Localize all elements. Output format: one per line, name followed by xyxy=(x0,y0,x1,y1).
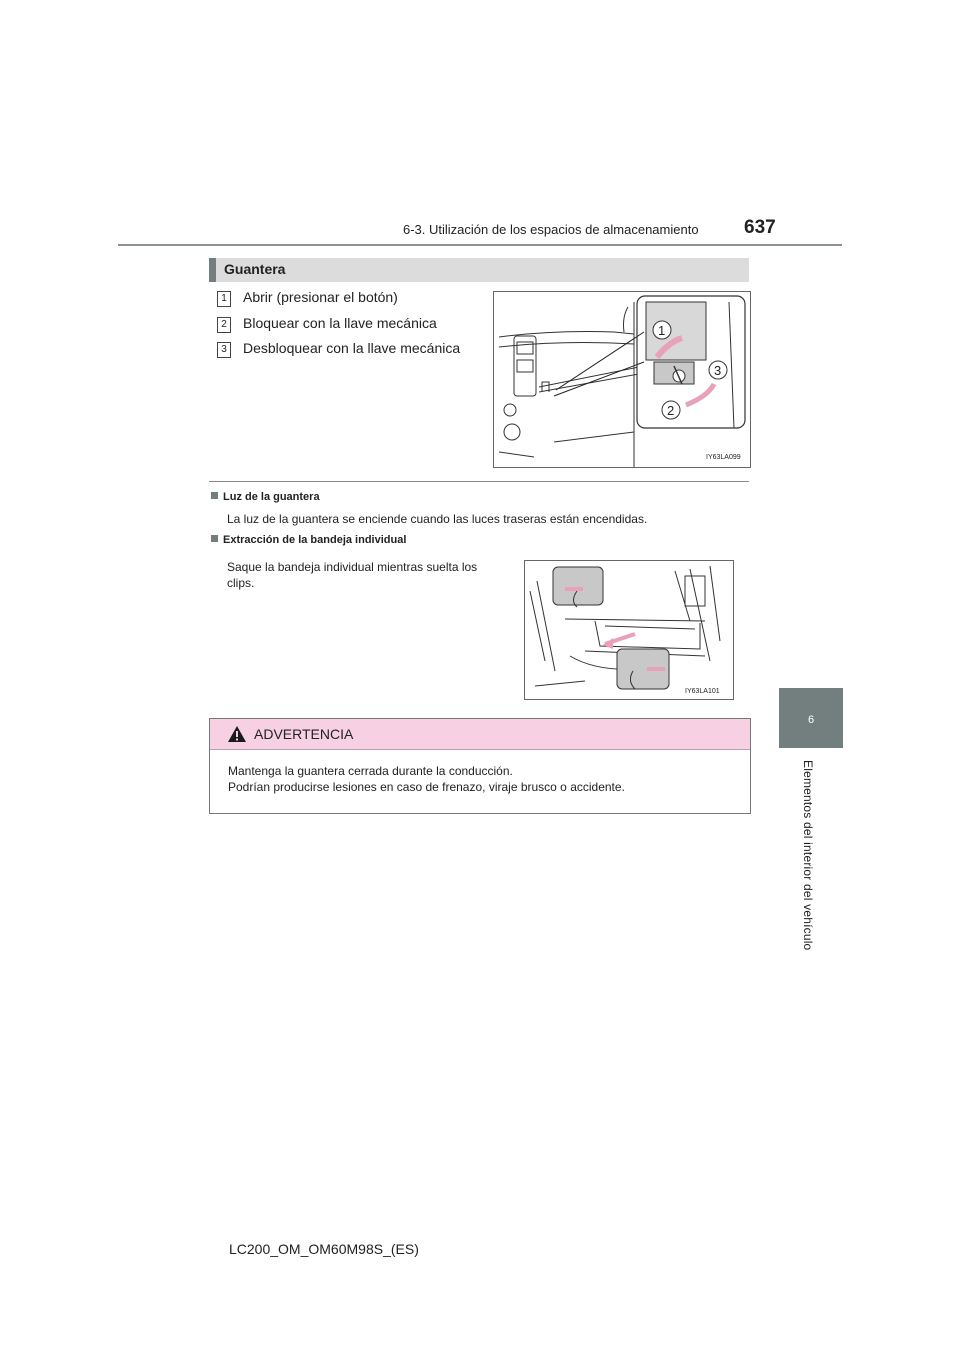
running-header: 6-3. Utilización de los espacios de alma… xyxy=(403,222,699,237)
chapter-title: Elementos del interior del vehículo xyxy=(801,760,815,951)
warning-box: ADVERTENCIA Mantenga la guantera cerrada… xyxy=(209,718,751,814)
section-heading: Guantera xyxy=(209,258,749,282)
warning-triangle-icon xyxy=(228,726,246,742)
tray-drawing xyxy=(529,565,721,690)
subsection-title: Extracción de la bandeja individual xyxy=(211,534,406,546)
chapter-number: 6 xyxy=(807,714,815,726)
step-number: 3 xyxy=(217,342,231,358)
tray-removal-illustration: IY63LA101 xyxy=(524,560,734,700)
callout-3: 3 xyxy=(708,360,728,380)
callout-1: 1 xyxy=(652,320,672,340)
chapter-tab: 6 xyxy=(779,688,843,748)
header-divider xyxy=(118,244,842,246)
section-title: Guantera xyxy=(224,261,286,277)
glovebox-illustration: 1 3 2 IY63LA099 xyxy=(493,291,751,468)
step-item: 2 Bloquear con la llave mecánica xyxy=(217,315,437,333)
section-divider xyxy=(209,481,749,482)
warning-text: Mantenga la guantera cerrada durante la … xyxy=(228,764,625,794)
subsection-text: Saque la bandeja individual mientras sue… xyxy=(227,560,478,590)
step-item: 1 Abrir (presionar el botón) xyxy=(217,289,398,307)
subsection-title: Luz de la guantera xyxy=(211,491,320,503)
square-bullet-icon xyxy=(211,535,218,542)
figure-code: IY63LA101 xyxy=(685,688,720,695)
step-text: Desbloquear con la llave mecánica xyxy=(243,340,461,356)
dashboard-drawing: 1 3 2 xyxy=(498,295,746,467)
page-number: 637 xyxy=(744,217,776,238)
heading-accent-bar xyxy=(209,258,216,282)
subsection-text: La luz de la guantera se enciende cuando… xyxy=(227,512,648,526)
svg-text:1: 1 xyxy=(658,323,665,338)
figure-code: IY63LA099 xyxy=(706,454,741,461)
step-text: Bloquear con la llave mecánica xyxy=(243,315,437,331)
callout-2: 2 xyxy=(661,400,681,420)
svg-text:2: 2 xyxy=(667,403,674,418)
warning-header: ADVERTENCIA xyxy=(210,719,750,750)
step-number: 2 xyxy=(217,317,231,333)
warning-title: ADVERTENCIA xyxy=(254,726,354,742)
square-bullet-icon xyxy=(211,492,218,499)
svg-text:3: 3 xyxy=(714,363,721,378)
step-number: 1 xyxy=(217,291,231,307)
document-code: LC200_OM_OM60M98S_(ES) xyxy=(229,1241,419,1257)
step-item: 3 Desbloquear con la llave mecánica xyxy=(217,340,460,358)
step-text: Abrir (presionar el botón) xyxy=(243,289,398,305)
